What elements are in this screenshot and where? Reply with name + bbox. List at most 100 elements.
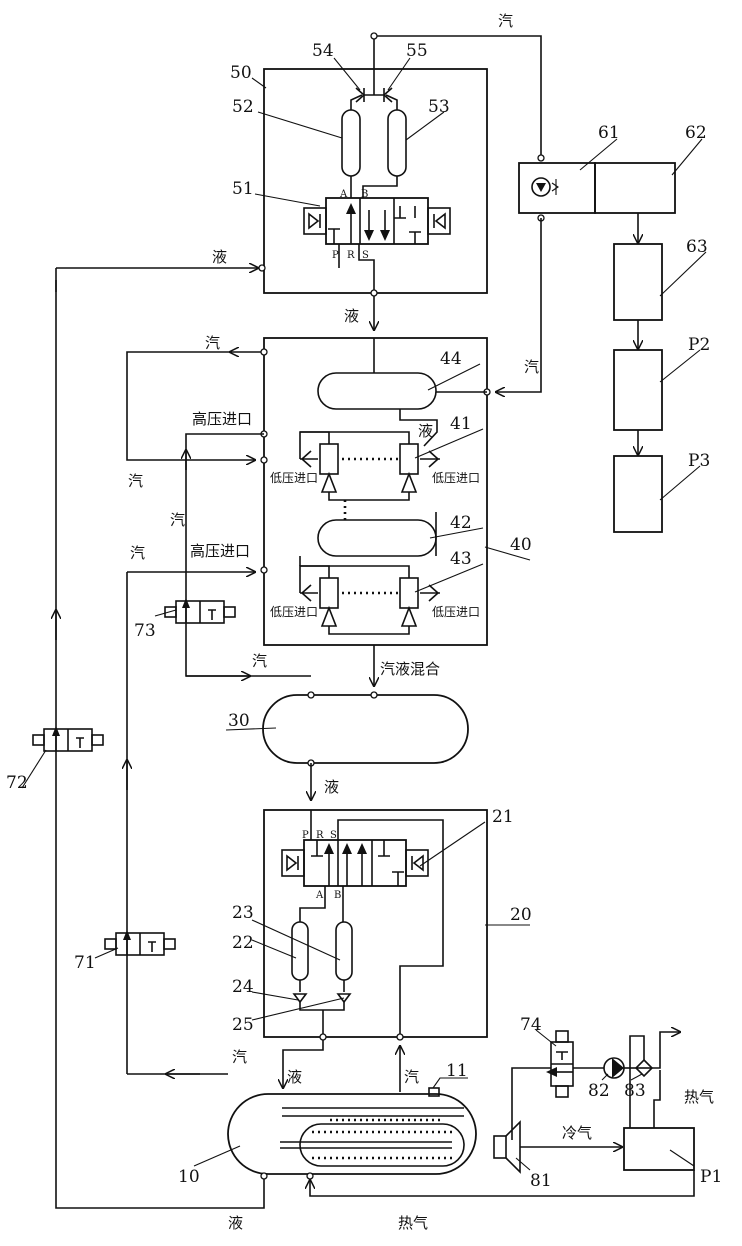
label-11: 11 bbox=[446, 1061, 468, 1081]
label-83: 83 bbox=[624, 1081, 646, 1101]
directional-valve-51 bbox=[303, 197, 451, 245]
valve-72 bbox=[32, 726, 104, 752]
liquid-label-below-50: 液 bbox=[344, 307, 359, 325]
filter-83 bbox=[634, 1058, 654, 1078]
vapor-label-10-left: 汽 bbox=[232, 1048, 247, 1066]
vapor-label-left-2: 汽 bbox=[170, 511, 185, 529]
unit-P1 bbox=[623, 1127, 695, 1171]
drum-42 bbox=[317, 519, 437, 557]
label-41: 41 bbox=[450, 414, 472, 434]
label-40: 40 bbox=[510, 535, 532, 555]
label-51: 51 bbox=[232, 179, 254, 199]
cold-gas-label: 冷气 bbox=[562, 1124, 592, 1142]
label-44: 44 bbox=[440, 349, 462, 369]
port-A-21: A bbox=[315, 890, 324, 901]
high-inlet-label-2: 高压进口 bbox=[190, 542, 250, 560]
port-S-21: S bbox=[330, 830, 337, 841]
canister-22 bbox=[291, 921, 309, 981]
canister-52 bbox=[341, 109, 361, 177]
drum-44 bbox=[317, 372, 437, 410]
vapor-label-left-1: 汽 bbox=[128, 472, 143, 490]
liquid-label-44: 液 bbox=[418, 422, 433, 440]
label-81: 81 bbox=[530, 1171, 552, 1191]
label-62: 62 bbox=[685, 123, 707, 143]
port-R-21: R bbox=[316, 830, 324, 841]
label-23: 23 bbox=[232, 903, 254, 923]
label-10: 10 bbox=[178, 1167, 200, 1187]
liquid-label-30: 液 bbox=[324, 778, 339, 796]
label-55: 55 bbox=[406, 41, 428, 61]
label-P2: P2 bbox=[688, 335, 710, 355]
check-valve-54 bbox=[355, 87, 366, 103]
liquid-label-10: 液 bbox=[287, 1068, 302, 1086]
port-S-51: S bbox=[362, 250, 369, 261]
label-22: 22 bbox=[232, 933, 254, 953]
high-inlet-label-1: 高压进口 bbox=[192, 410, 252, 428]
check-valve-55 bbox=[382, 87, 393, 103]
label-73: 73 bbox=[134, 621, 156, 641]
vapor-label-right-44: 汽 bbox=[524, 358, 539, 376]
label-71: 71 bbox=[74, 953, 96, 973]
label-74: 74 bbox=[520, 1015, 542, 1035]
low-inlet-label-2b: 低压进口 bbox=[432, 605, 480, 619]
label-63: 63 bbox=[686, 237, 708, 257]
canister-53 bbox=[387, 109, 407, 177]
label-53: 53 bbox=[428, 97, 450, 117]
check-valve-25 bbox=[336, 993, 352, 1004]
low-inlet-label-1b: 低压进口 bbox=[432, 471, 480, 485]
label-50: 50 bbox=[230, 63, 252, 83]
label-30: 30 bbox=[228, 711, 250, 731]
liquid-label-50: 液 bbox=[212, 248, 227, 266]
unit-20-box bbox=[263, 809, 488, 1038]
label-P1: P1 bbox=[700, 1167, 722, 1187]
port-R-51: R bbox=[347, 250, 355, 261]
label-82: 82 bbox=[588, 1081, 610, 1101]
port-P-51: P bbox=[332, 250, 339, 261]
vapor-label-top: 汽 bbox=[498, 12, 513, 30]
port-B-51: B bbox=[361, 189, 368, 200]
unit-62 bbox=[594, 162, 676, 214]
ejector-row-43 bbox=[299, 565, 440, 635]
vapor-label-10-right: 汽 bbox=[404, 1068, 419, 1086]
expander-81 bbox=[493, 1120, 521, 1174]
unit-63 bbox=[613, 243, 663, 321]
unit-40-box bbox=[263, 337, 488, 646]
directional-valve-21 bbox=[281, 839, 429, 887]
label-54: 54 bbox=[312, 41, 334, 61]
label-20: 20 bbox=[510, 905, 532, 925]
unit-P3 bbox=[613, 455, 663, 533]
vessel-30 bbox=[262, 694, 469, 764]
hot-gas-label-right: 热气 bbox=[684, 1088, 714, 1106]
liquid-label-bottom: 液 bbox=[228, 1214, 243, 1232]
valve-74 bbox=[546, 1030, 574, 1098]
label-52: 52 bbox=[232, 97, 254, 117]
label-25: 25 bbox=[232, 1015, 254, 1035]
vapor-label-30: 汽 bbox=[252, 652, 267, 670]
low-inlet-label-2a: 低压进口 bbox=[270, 605, 318, 619]
meter-61 bbox=[518, 162, 596, 214]
unit-50-box bbox=[263, 68, 488, 294]
vapor-label-left-3: 汽 bbox=[130, 544, 145, 562]
label-21: 21 bbox=[492, 807, 514, 827]
canister-23 bbox=[335, 921, 353, 981]
label-72: 72 bbox=[6, 773, 28, 793]
port-P-21: P bbox=[302, 830, 309, 841]
low-inlet-label-1a: 低压进口 bbox=[270, 471, 318, 485]
check-valve-24 bbox=[292, 993, 308, 1004]
port-B-21: B bbox=[334, 890, 341, 901]
label-43: 43 bbox=[450, 549, 472, 569]
hot-gas-label-bottom: 热气 bbox=[398, 1214, 428, 1232]
unit-P2 bbox=[613, 349, 663, 431]
port-A-51: A bbox=[339, 189, 348, 200]
label-P3: P3 bbox=[688, 451, 710, 471]
vessel-10 bbox=[227, 1087, 477, 1175]
ejector-row-41 bbox=[299, 431, 440, 501]
label-61: 61 bbox=[598, 123, 620, 143]
mix-label: 汽液混合 bbox=[380, 660, 440, 678]
label-42: 42 bbox=[450, 513, 472, 533]
valve-73 bbox=[164, 598, 236, 624]
vapor-label-40-top: 汽 bbox=[205, 334, 220, 352]
label-24: 24 bbox=[232, 977, 254, 997]
valve-71 bbox=[104, 930, 176, 956]
